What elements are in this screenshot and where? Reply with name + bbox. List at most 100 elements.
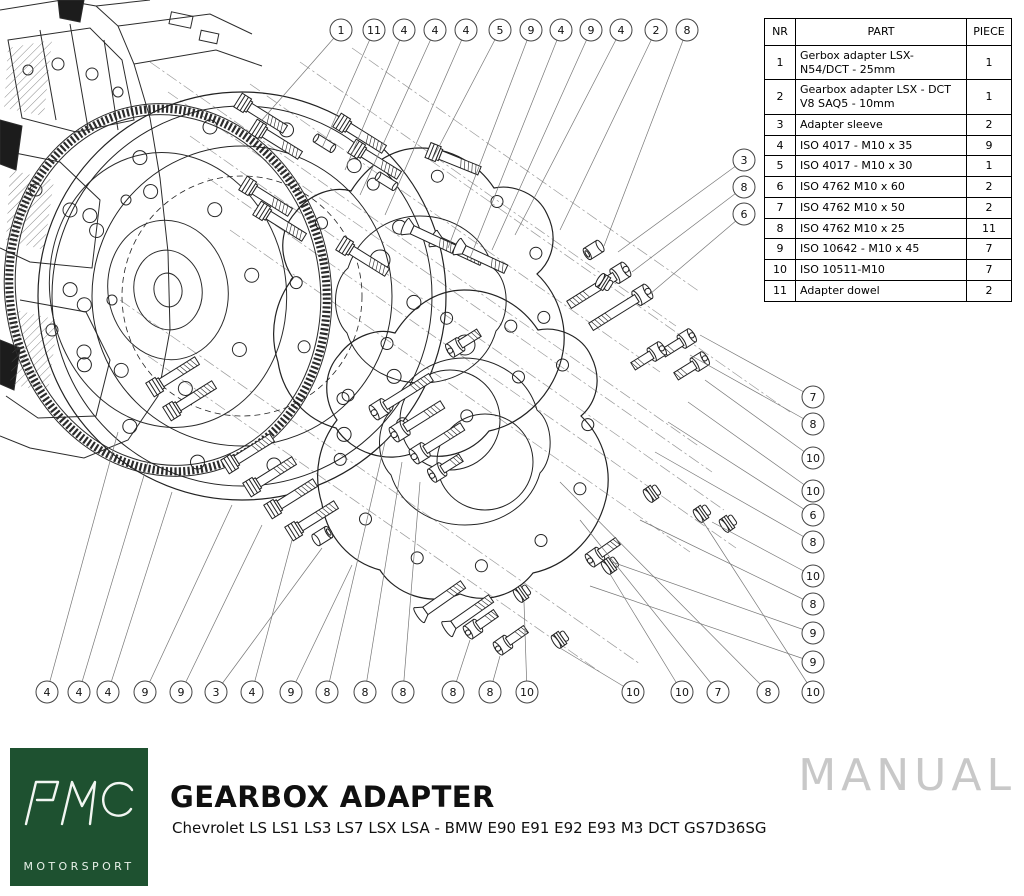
leader-line xyxy=(523,601,528,693)
table-cell-part: ISO 4017 - M10 x 30 xyxy=(795,155,967,177)
leader-line xyxy=(384,29,467,216)
bolt-hole xyxy=(430,169,444,183)
leader-line xyxy=(344,29,405,171)
table-cell-part: ISO 10511-M10 xyxy=(795,259,967,281)
callout-number: 10 xyxy=(675,686,689,699)
bolt-hole xyxy=(460,409,474,423)
callout-balloon xyxy=(801,592,825,616)
callout-balloon xyxy=(96,680,120,704)
leader-line xyxy=(654,451,814,543)
bolt-hole xyxy=(297,340,311,354)
bolt-hole xyxy=(341,388,355,402)
callout-number: 6 xyxy=(810,509,817,522)
bolt-hole xyxy=(504,319,518,333)
callout-balloon xyxy=(353,680,377,704)
hex-bolt xyxy=(220,430,277,475)
callout-balloon xyxy=(644,18,668,42)
callout-number: 7 xyxy=(715,686,722,699)
callout-number: 4 xyxy=(618,24,625,37)
leader-line xyxy=(402,481,421,693)
socket-screw xyxy=(491,622,531,657)
callout-number: 2 xyxy=(653,24,660,37)
bolt-holes xyxy=(62,119,595,573)
callout-balloon xyxy=(391,680,415,704)
bolt-hole xyxy=(556,358,569,372)
callout-balloon xyxy=(423,18,447,42)
leader-line xyxy=(447,29,532,249)
bolt-hole xyxy=(82,208,98,224)
callout-number: 9 xyxy=(810,627,817,640)
table-cell-piece: 1 xyxy=(966,79,1012,115)
leader-line xyxy=(107,491,173,693)
callout-number: 8 xyxy=(765,686,772,699)
leader-line xyxy=(711,521,814,577)
leader-line xyxy=(514,29,622,236)
bolt-hole xyxy=(386,368,402,384)
table-cell-part: ISO 4017 - M10 x 35 xyxy=(795,134,967,157)
callout-number: 10 xyxy=(806,485,820,498)
callout-number: 8 xyxy=(487,686,494,699)
leader-line xyxy=(144,504,233,693)
fasteners xyxy=(145,92,740,657)
callout-number: 9 xyxy=(528,24,535,37)
table-cell-part: ISO 10642 - M10 x 45 xyxy=(795,238,967,260)
callout-balloon xyxy=(801,680,825,704)
table-cell-nr: 5 xyxy=(764,155,796,177)
table-cell-part: Adapter sleeve xyxy=(795,113,967,136)
leader-line xyxy=(704,379,814,459)
leader-line xyxy=(359,29,436,196)
callout-balloon xyxy=(801,530,825,554)
adapter-plate-part1 xyxy=(37,91,447,501)
table-cell-part: Gearbox adapter LSX - DCT V8 SAQ5 - 10mm xyxy=(795,79,967,115)
leader-line xyxy=(469,29,562,259)
callout-balloon xyxy=(279,680,303,704)
callout-balloon xyxy=(133,680,157,704)
callout-balloon xyxy=(67,680,91,704)
bolt-hole xyxy=(529,246,543,260)
leader-line xyxy=(46,431,119,693)
table-header: NR xyxy=(764,18,796,46)
callout-number: 8 xyxy=(810,418,817,431)
callout-balloon xyxy=(35,680,59,704)
callout-number: 10 xyxy=(520,686,534,699)
leader-line xyxy=(559,481,769,693)
leader-line xyxy=(78,461,149,693)
leader-line xyxy=(649,213,745,295)
leader-line xyxy=(290,564,353,693)
callout-number: 9 xyxy=(288,686,295,699)
leader-line xyxy=(326,441,386,693)
adapter-sleeve xyxy=(581,238,607,262)
bolt-hole xyxy=(512,370,525,384)
hex-bolt xyxy=(242,453,299,498)
bolt-hole xyxy=(132,150,148,166)
table-cell-piece: 1 xyxy=(966,44,1012,81)
callout-balloon xyxy=(519,18,543,42)
callout-number: 8 xyxy=(810,536,817,549)
table-cell-piece: 2 xyxy=(966,176,1012,198)
table-cell-nr: 9 xyxy=(764,238,796,260)
callout-number: 10 xyxy=(806,570,820,583)
leader-line xyxy=(364,461,403,693)
pmc-logo: MOTORSPORT xyxy=(10,748,148,886)
callout-balloon xyxy=(675,18,699,42)
bolt-hole xyxy=(122,418,138,434)
callout-balloon xyxy=(670,680,694,704)
engine-block xyxy=(0,0,263,459)
callout-number: 8 xyxy=(400,686,407,699)
callout-number: 7 xyxy=(810,391,817,404)
leader-line xyxy=(639,519,814,605)
bolt-hole xyxy=(537,310,551,324)
bolt-hole xyxy=(190,454,205,470)
leader-line xyxy=(431,29,501,161)
callout-number: 10 xyxy=(806,686,820,699)
bolt-hole xyxy=(410,551,424,565)
bolt-hole xyxy=(359,512,372,526)
callout-balloon xyxy=(801,650,825,674)
callout-number: 9 xyxy=(178,686,185,699)
